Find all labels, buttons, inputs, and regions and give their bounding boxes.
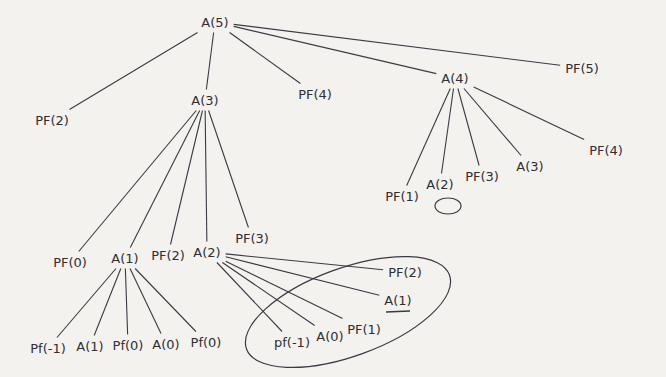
tree-node: PF(1): [382, 188, 422, 205]
node-label: A(3): [191, 93, 218, 108]
group-circle: [231, 234, 464, 377]
tree-node: A(1): [108, 250, 141, 267]
tree-node: PF(2): [32, 112, 72, 129]
tree-node: Pf(0): [110, 337, 147, 354]
node-label: A(3): [516, 159, 543, 174]
tree-branch: [230, 33, 301, 84]
tree-node: PF(4): [295, 86, 335, 103]
tree-node: PF(5): [562, 60, 602, 77]
node-label: A(0): [316, 329, 343, 344]
tree-node: A(1): [73, 338, 106, 355]
tree-node: pf(-1): [271, 334, 313, 351]
tree-node: A(3): [513, 158, 546, 175]
tree-branch: [205, 111, 207, 242]
node-label: Pf(0): [113, 338, 144, 353]
node-label: PF(1): [385, 189, 419, 204]
node-label: A(2): [193, 245, 220, 260]
node-label: A(1): [384, 293, 411, 308]
tree-node: A(4): [438, 70, 471, 87]
tree-branch: [170, 111, 202, 245]
node-label: PF(1): [347, 322, 381, 337]
tree-node: PF(1): [344, 321, 384, 338]
node-label: PF(4): [589, 143, 623, 158]
tree-branch: [125, 269, 127, 335]
node-label: A(1): [76, 339, 103, 354]
tree-branch: [464, 89, 521, 156]
tree-branch: [94, 269, 121, 336]
node-label: A(2): [426, 177, 453, 192]
tree-branch: [209, 111, 249, 228]
tree-branch: [441, 89, 453, 174]
tree-node: A(0): [149, 336, 182, 353]
tree-node: A(2): [190, 244, 223, 261]
tree-branch: [226, 257, 380, 296]
tree-node: PF(2): [148, 247, 188, 264]
tree-branch: [130, 111, 199, 248]
tree-branch: [222, 263, 314, 326]
tree-branch: [407, 89, 451, 186]
node-label: PF(3): [235, 231, 269, 246]
node-label: PF(4): [298, 87, 332, 102]
node-label: A(0): [152, 337, 179, 352]
tree-node: Pf(0): [188, 334, 225, 351]
tree-node: PF(3): [462, 168, 502, 185]
node-label: Pf(0): [191, 335, 222, 350]
node-label: PF(3): [465, 169, 499, 184]
tree-node: PF(2): [385, 264, 425, 281]
tree-branch: [226, 261, 343, 318]
underline: [386, 311, 410, 312]
mark-circle: [435, 198, 461, 214]
tree-node: A(3): [188, 92, 221, 109]
tree-branch: [79, 111, 197, 252]
node-label: pf(-1): [274, 335, 310, 350]
node-label: PF(2): [388, 265, 422, 280]
tree-branch: [234, 26, 437, 73]
tree-node: PF(4): [586, 142, 626, 159]
node-label: PF(5): [565, 61, 599, 76]
tree-node: A(0): [313, 328, 346, 345]
tree-node: Pf(-1): [27, 340, 69, 357]
tree-node: A(1): [381, 292, 414, 309]
tree-branch: [130, 269, 161, 334]
node-label: Pf(-1): [30, 341, 66, 356]
tree-node: PF(0): [50, 254, 90, 271]
tree-branch: [206, 33, 213, 90]
tree-branch: [474, 87, 584, 140]
node-label: A(5): [201, 15, 228, 30]
tree-node: A(5): [198, 14, 231, 31]
tree-branch: [226, 254, 383, 270]
tree-branch: [69, 33, 197, 110]
tree-node: PF(3): [232, 230, 272, 247]
node-label: PF(2): [151, 248, 185, 263]
tree-branch: [135, 269, 196, 332]
tree-node: A(2): [423, 176, 456, 193]
node-label: A(4): [441, 71, 468, 86]
tree-branch: [458, 89, 479, 166]
node-label: PF(2): [35, 113, 69, 128]
node-label: PF(0): [53, 255, 87, 270]
tree-branch: [234, 24, 560, 65]
node-label: A(1): [111, 251, 138, 266]
